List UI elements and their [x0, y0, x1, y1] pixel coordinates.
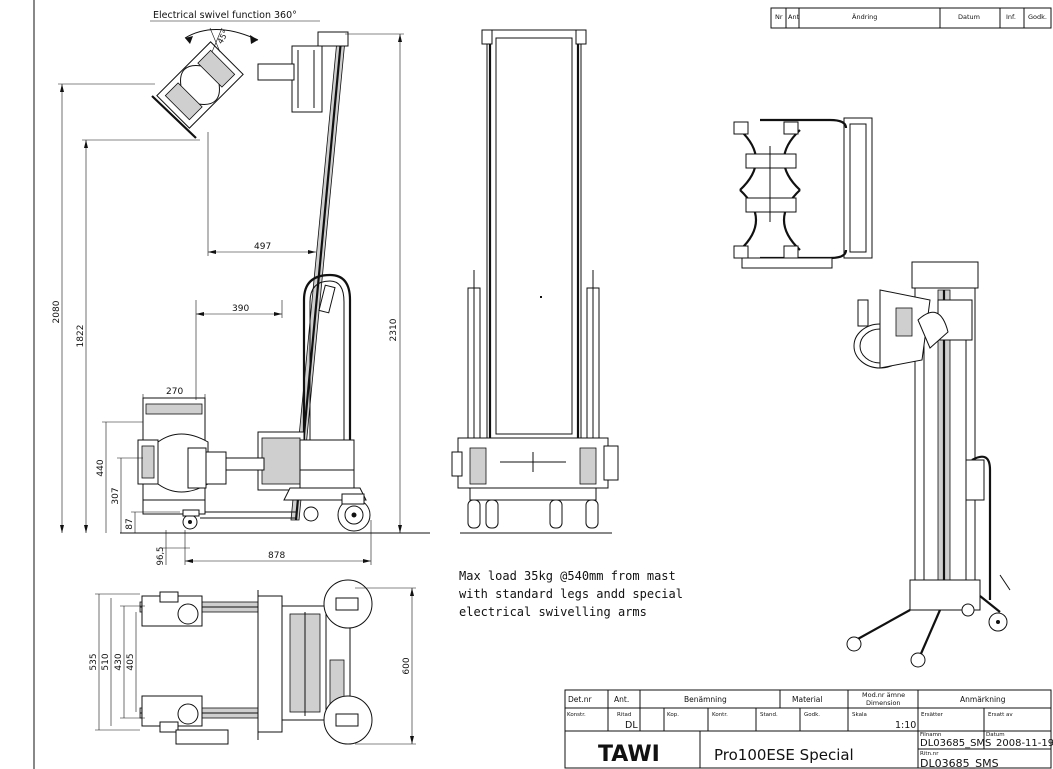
- tb-skala-value: 1:10: [895, 720, 916, 731]
- tb-ritad: Ritad: [617, 712, 631, 718]
- title-block: Det.nr Ant. Benämning Material Mod.nr äm…: [564, 689, 1053, 769]
- tb-ritnr-label: Ritn.nr: [920, 751, 939, 757]
- dim-878: 878: [268, 551, 285, 561]
- tb-kop: Kop.: [667, 712, 679, 718]
- rev-header-ant: Ant: [788, 13, 800, 21]
- load-note: Max load 35kg @540mm from mast with stan…: [459, 569, 683, 619]
- rev-header-godk: Godk.: [1028, 13, 1047, 21]
- top-view-gripper: [733, 117, 873, 269]
- swivel-function-note: Electrical swivel function 360°: [153, 10, 297, 21]
- tb-kontr: Kontr.: [712, 712, 728, 718]
- tb-datum-label: Datum: [986, 732, 1005, 738]
- load-note-line-2: with standard legs andd special: [459, 587, 683, 601]
- side-view-dimensions: 2080 1822 2310 497 390 270 440: [52, 33, 404, 566]
- rev-header-andring: Ändring: [852, 12, 877, 21]
- tb-ersatt-av: Ersatt av: [988, 712, 1013, 718]
- dim-535: 535: [89, 653, 99, 670]
- isometric-view: [846, 261, 1011, 668]
- tb-konstr: Konstr.: [567, 712, 586, 718]
- load-note-line-3: electrical swivelling arms: [459, 605, 647, 619]
- dim-307: 307: [111, 487, 121, 504]
- tb-det-nr: Det.nr: [568, 695, 592, 704]
- company-logo: TAWI: [598, 742, 660, 767]
- rev-header-datum: Datum: [958, 13, 980, 21]
- tb-anmarkning: Anmärkning: [960, 695, 1006, 704]
- tb-mod-nr: Mod.nr ämne: [862, 691, 905, 699]
- front-view: [451, 29, 619, 534]
- side-view: 45°: [120, 27, 430, 534]
- tb-filnamn-label: Filnamn: [920, 732, 942, 738]
- product-name: Pro100ESE Special: [714, 746, 854, 764]
- dim-270: 270: [166, 387, 183, 397]
- dim-510: 510: [101, 653, 111, 670]
- dim-600: 600: [402, 657, 412, 674]
- dim-390: 390: [232, 304, 249, 314]
- tb-stand: Stand.: [760, 712, 778, 718]
- plan-view-dimensions: 535 510 430 405 600: [89, 587, 416, 745]
- tb-dimension: Dimension: [866, 699, 901, 707]
- tb-datum-value: 2008-11-19: [996, 738, 1053, 749]
- tb-filnamn-value: DL03685_SMS: [920, 738, 991, 749]
- revision-table: Nr Ant Ändring Datum Inf. Godk.: [770, 7, 1052, 29]
- rev-header-inf: Inf.: [1006, 13, 1016, 21]
- tb-skala: Skala: [852, 712, 867, 718]
- gripper-face-line: [151, 95, 197, 139]
- plan-view: [139, 579, 373, 745]
- rev-header-nr: Nr: [775, 13, 783, 21]
- tb-ritad-value: DL: [625, 720, 638, 731]
- dim-430: 430: [114, 653, 124, 670]
- tb-benamning: Benämning: [684, 695, 727, 704]
- dim-405: 405: [126, 653, 136, 670]
- dim-497: 497: [254, 242, 271, 252]
- tb-godk: Godk.: [804, 712, 820, 718]
- dim-96-5: 96,5: [156, 547, 166, 566]
- tb-material: Material: [792, 695, 822, 704]
- tb-ersatter: Ersätter: [921, 712, 944, 718]
- dim-2310: 2310: [389, 318, 399, 341]
- dim-1822: 1822: [76, 325, 86, 348]
- tb-ritnr-value: DL03685_SMS: [920, 757, 999, 769]
- dim-2080: 2080: [52, 300, 62, 323]
- dim-440: 440: [96, 459, 106, 476]
- load-note-line-1: Max load 35kg @540mm from mast: [459, 569, 676, 583]
- tb-ant: Ant.: [614, 695, 629, 704]
- dim-87: 87: [125, 518, 135, 529]
